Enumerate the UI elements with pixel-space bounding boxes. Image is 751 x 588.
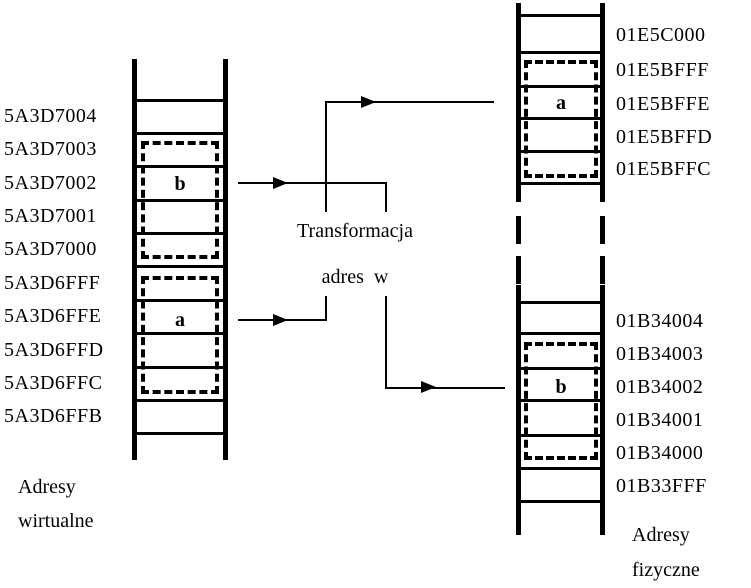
physical-address-label: 01E5C000 bbox=[616, 24, 706, 46]
physical-address-label: 01E5BFFF bbox=[616, 59, 709, 81]
transformation-label: Transformacja adres w bbox=[278, 212, 432, 296]
ladder-rung bbox=[137, 265, 223, 268]
physical-address-label: 01E5BFFD bbox=[616, 126, 713, 148]
ladder-rail bbox=[223, 59, 228, 460]
arrowhead-icon bbox=[421, 381, 436, 393]
ladder-rung bbox=[137, 299, 223, 302]
transformation-label-line1: Transformacja bbox=[297, 220, 413, 242]
virtual-address-label: 5A3D7000 bbox=[4, 238, 97, 260]
ladder-rung bbox=[137, 332, 223, 335]
physical-address-label: 01B34001 bbox=[616, 409, 704, 431]
ladder-rung bbox=[521, 301, 600, 304]
virtual-block-b-outline bbox=[141, 141, 219, 259]
arrowhead-icon bbox=[273, 177, 288, 189]
transformation-label-line2: adres w bbox=[321, 266, 389, 288]
virtual-address-label: 5A3D7002 bbox=[4, 172, 97, 194]
physical-address-label: 01E5BFFE bbox=[616, 93, 711, 115]
a-arrow-line-vertical bbox=[325, 101, 327, 321]
ladder-rung bbox=[137, 232, 223, 235]
ladder-rung bbox=[521, 399, 600, 402]
virtual-block-a-letter: a bbox=[175, 309, 185, 331]
physical-address-label: 01B34003 bbox=[616, 343, 704, 365]
break-dash bbox=[516, 216, 521, 244]
ladder-rail bbox=[600, 285, 605, 535]
virtual-address-label: 5A3D6FFB bbox=[4, 405, 103, 427]
break-dash bbox=[516, 256, 521, 284]
ladder-rail bbox=[132, 59, 137, 460]
ladder-rung bbox=[137, 99, 223, 102]
b-arrow-line-horizontal-2 bbox=[385, 387, 505, 389]
arrowhead-icon bbox=[361, 96, 376, 108]
ladder-rung bbox=[521, 14, 600, 17]
ladder-rung bbox=[521, 434, 600, 437]
virtual-block-b-letter: b bbox=[174, 173, 186, 195]
ladder-rung bbox=[521, 467, 600, 470]
ladder-rail bbox=[600, 3, 605, 202]
virtual-address-label: 5A3D7001 bbox=[4, 205, 97, 227]
virtual-address-label: 5A3D6FFF bbox=[4, 272, 101, 294]
virtual-memory-caption-line2: wirtualne bbox=[18, 510, 94, 532]
ladder-rail bbox=[516, 3, 521, 202]
physical-block-b-letter: b bbox=[555, 376, 567, 398]
ladder-rung bbox=[137, 432, 223, 435]
virtual-memory-caption-line1: Adresy bbox=[18, 476, 76, 498]
ladder-rung bbox=[521, 51, 600, 54]
virtual-address-label: 5A3D6FFD bbox=[4, 339, 104, 361]
ladder-rung bbox=[521, 500, 600, 503]
physical-address-label: 01B34000 bbox=[616, 442, 704, 464]
break-dash bbox=[600, 216, 605, 244]
break-dash bbox=[600, 256, 605, 284]
physical-block-a-letter: a bbox=[556, 92, 566, 114]
physical-address-label: 01B34004 bbox=[616, 310, 704, 332]
virtual-address-label: 5A3D7003 bbox=[4, 138, 97, 160]
virtual-address-label: 5A3D6FFE bbox=[4, 305, 102, 327]
virtual-address-label: 5A3D6FFC bbox=[4, 372, 103, 394]
ladder-rung bbox=[521, 150, 600, 153]
ladder-rung bbox=[137, 165, 223, 168]
ladder-rail bbox=[516, 285, 521, 535]
ladder-rung bbox=[137, 366, 223, 369]
physical-address-label: 01B34002 bbox=[616, 376, 704, 398]
ladder-rung bbox=[137, 399, 223, 402]
physical-block-b-outline bbox=[524, 342, 598, 460]
a-arrow-line-horizontal-2 bbox=[325, 101, 494, 103]
ladder-rung bbox=[521, 117, 600, 120]
physical-address-label: 01B33FFF bbox=[616, 475, 707, 497]
physical-memory-caption-line2: fizyczne bbox=[632, 559, 700, 581]
ladder-rung bbox=[521, 367, 600, 370]
physical-memory-caption-line1: Adresy bbox=[632, 524, 690, 546]
ladder-rung bbox=[521, 85, 600, 88]
b-arrow-line-horizontal-1 bbox=[238, 182, 387, 184]
ladder-rung bbox=[521, 332, 600, 335]
physical-address-label: 01E5BFFC bbox=[616, 158, 712, 180]
ladder-rung bbox=[137, 132, 223, 135]
virtual-address-label: 5A3D7004 bbox=[4, 105, 97, 127]
physical-block-a-outline bbox=[524, 60, 598, 178]
arrowhead-icon bbox=[273, 314, 288, 326]
ladder-rung bbox=[521, 182, 600, 185]
virtual-block-a-outline bbox=[141, 276, 219, 394]
ladder-rung bbox=[137, 199, 223, 202]
